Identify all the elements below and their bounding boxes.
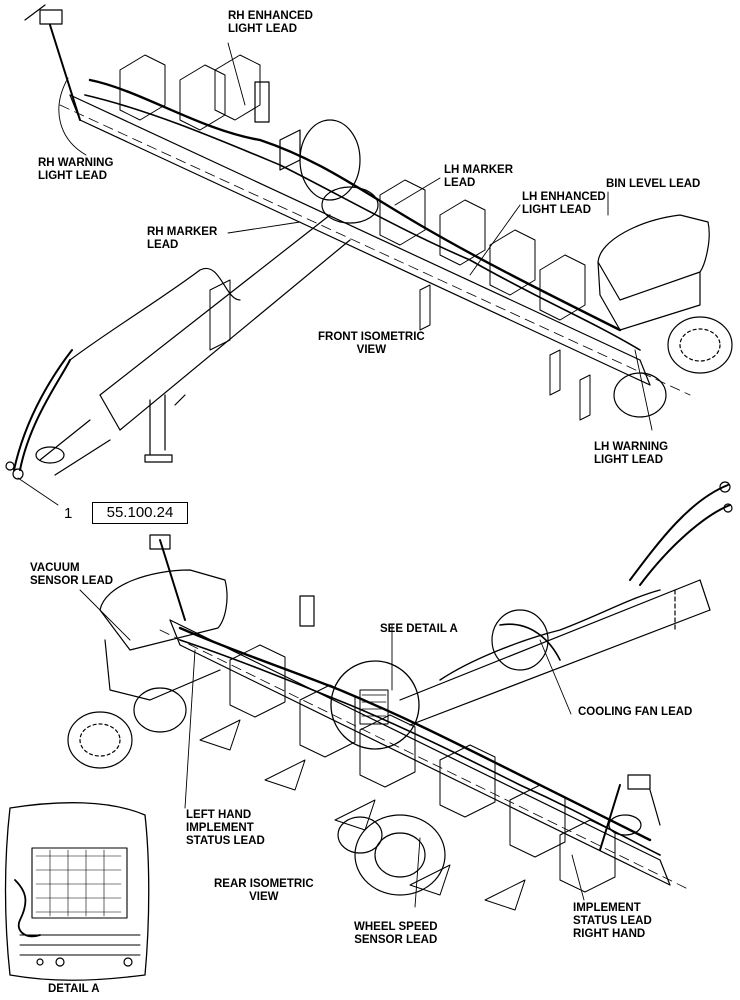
callout-line: STATUS LEAD: [573, 915, 652, 927]
callout-line: LIGHT LEAD: [38, 170, 107, 182]
callout-line: RH WARNING: [38, 157, 114, 169]
callout-line: LEFT HAND: [186, 809, 252, 821]
vacuum-sensor-lead-label: VACUUM SENSOR LEAD: [30, 562, 113, 588]
callout-line: RIGHT HAND: [573, 928, 646, 940]
callout-line: SENSOR LEAD: [354, 934, 438, 946]
rh-marker-lead-label: RH MARKER LEAD: [147, 226, 217, 252]
bin-level-lead-label: BIN LEVEL LEAD: [606, 178, 701, 190]
see-detail-a-label: SEE DETAIL A: [380, 623, 458, 635]
callout-line: WHEEL SPEED: [354, 921, 438, 933]
lh-enhanced-light-lead-label: LH ENHANCED LIGHT LEAD: [522, 191, 606, 217]
callout-line: LH MARKER: [444, 164, 513, 176]
lh-warning-light-lead-label: LH WARNING LIGHT LEAD: [594, 441, 668, 467]
callout-line: VACUUM: [30, 562, 80, 574]
callout-line: STATUS LEAD: [186, 835, 265, 847]
item-number: 1: [64, 505, 73, 522]
callout-line: IMPLEMENT: [573, 902, 641, 914]
callout-line: VIEW: [356, 344, 387, 356]
rh-warning-light-lead-label: RH WARNING LIGHT LEAD: [38, 157, 113, 183]
callout-line: LIGHT LEAD: [594, 454, 663, 466]
left-hand-implement-status-lead-label: LEFT HAND IMPLEMENT STATUS LEAD: [186, 809, 265, 848]
callout-line: VIEW: [249, 891, 279, 903]
callout-line: REAR ISOMETRIC: [214, 878, 314, 890]
implement-status-lead-right-hand-label: IMPLEMENT STATUS LEAD RIGHT HAND: [573, 902, 652, 941]
front-isometric-view-label: FRONT ISOMETRIC VIEW: [318, 331, 425, 357]
cooling-fan-lead-label: COOLING FAN LEAD: [578, 706, 693, 718]
callout-line: LEAD: [147, 239, 179, 251]
callout-line: SENSOR LEAD: [30, 575, 114, 587]
front-isometric-drawing: [5, 4, 733, 908]
lh-marker-lead-label: LH MARKER LEAD: [444, 164, 513, 190]
callout-line: LH ENHANCED: [522, 191, 606, 203]
rear-isometric-view-label: REAR ISOMETRIC VIEW: [214, 878, 314, 904]
callout-line: RH MARKER: [147, 226, 218, 238]
callout-line: LIGHT LEAD: [522, 204, 591, 216]
rh-enhanced-light-lead-label: RH ENHANCED LIGHT LEAD: [228, 10, 313, 36]
callout-line: LH WARNING: [594, 441, 669, 453]
reference-box[interactable]: 55.100.24: [92, 502, 188, 524]
callout-line: LIGHT LEAD: [228, 23, 297, 35]
wheel-speed-sensor-lead-label: WHEEL SPEED SENSOR LEAD: [354, 921, 438, 947]
callout-line: IMPLEMENT: [186, 822, 254, 834]
rear-isometric-drawing: [67, 481, 733, 911]
detail-a-inset: [4, 802, 150, 981]
callout-line: RH ENHANCED: [228, 10, 313, 22]
callout-line: LEAD: [444, 177, 476, 189]
detail-a-label: DETAIL A: [48, 983, 100, 995]
callout-line: FRONT ISOMETRIC: [318, 331, 425, 343]
